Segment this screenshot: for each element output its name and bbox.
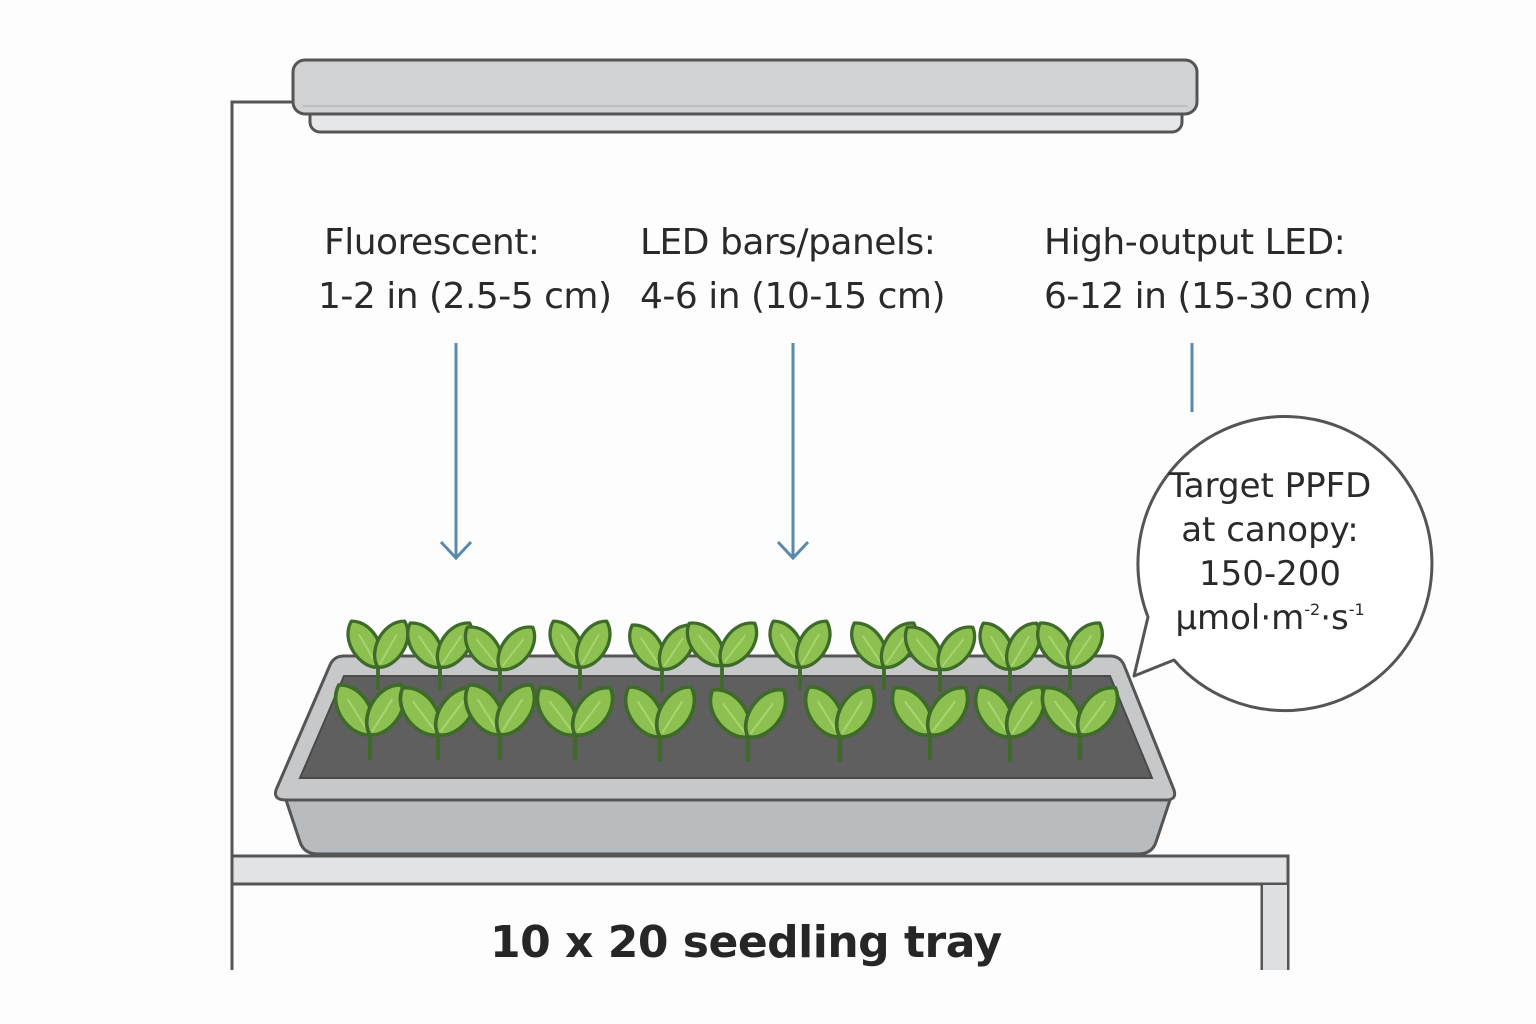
seedling	[1036, 621, 1104, 690]
seedling	[463, 683, 537, 760]
fluorescent-distance: 1-2 in (2.5-5 cm)	[318, 276, 612, 317]
seedling	[535, 685, 615, 760]
seedlings-group	[333, 619, 1120, 762]
seedling	[768, 619, 832, 690]
ppfd-unit-exp1: -2	[1304, 600, 1321, 619]
ppfd-line2: at canopy:	[1181, 510, 1359, 550]
ppfd-text: Target PPFD at canopy: 150-200 µmol·m-2·…	[1150, 464, 1390, 640]
ppfd-unit-base: µmol·m	[1175, 598, 1305, 638]
high-output-led-label: High-output LED: 6-12 in (15-30 cm)	[1044, 216, 1372, 324]
ppfd-unit-mid: ·s	[1320, 598, 1349, 638]
seedling	[628, 623, 696, 692]
led-bars-type: LED bars/panels:	[640, 222, 936, 263]
seedling	[890, 685, 970, 760]
high-output-led-type: High-output LED:	[1044, 222, 1346, 263]
led-bars-distance: 4-6 in (10-15 cm)	[640, 276, 946, 317]
seedling	[623, 685, 697, 762]
seedling	[333, 683, 407, 760]
seedling	[406, 621, 474, 690]
fluorescent-label: Fluorescent: 1-2 in (2.5-5 cm)	[318, 216, 612, 324]
seedling	[978, 621, 1042, 692]
distance-arrow-fluorescent	[439, 343, 473, 561]
seedling	[463, 625, 537, 692]
seedling	[803, 685, 877, 762]
fluorescent-type: Fluorescent:	[324, 222, 540, 263]
seedling	[903, 625, 977, 692]
seedling	[708, 687, 788, 762]
tray-caption: 10 x 20 seedling tray	[490, 917, 1002, 968]
ppfd-value: 150-200	[1198, 554, 1342, 594]
seedling	[973, 685, 1047, 762]
ppfd-unit: µmol·m-2·s-1	[1150, 596, 1390, 640]
high-output-led-distance: 6-12 in (15-30 cm)	[1044, 276, 1372, 317]
seedling	[685, 621, 759, 688]
led-bars-label: LED bars/panels: 4-6 in (10-15 cm)	[640, 216, 946, 324]
seedling	[1040, 685, 1120, 760]
light-stand-frame	[230, 100, 1290, 970]
seedling	[346, 619, 410, 690]
ppfd-unit-exp2: -1	[1348, 600, 1365, 619]
ppfd-speech-bubble	[1132, 415, 1434, 712]
ppfd-line1: Target PPFD	[1168, 466, 1372, 506]
seedling	[548, 619, 612, 690]
distance-arrow-led-bars	[776, 343, 810, 561]
grow-light-fixture	[291, 58, 1199, 134]
